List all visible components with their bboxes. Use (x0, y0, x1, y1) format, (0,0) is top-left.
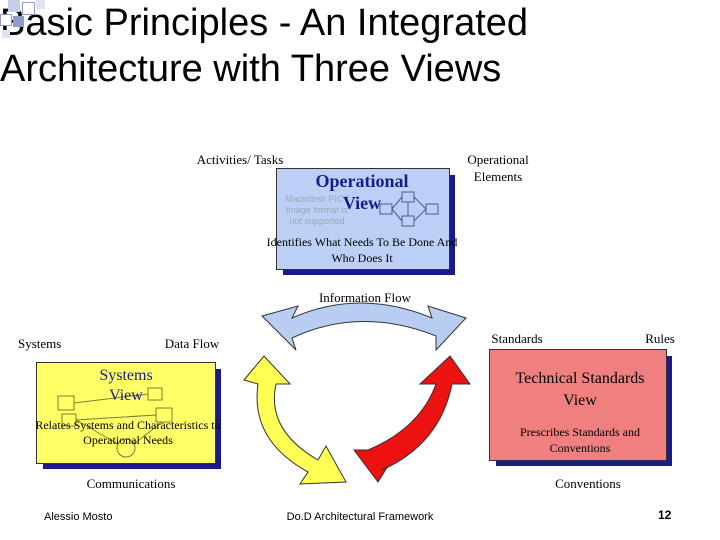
operational-view-title: Operational View (315, 171, 409, 213)
technical-standards-view-title: Technical Standards View (515, 370, 645, 409)
data-flow-label: Data Flow (164, 336, 220, 351)
activities-tasks-label: Activities/ Tasks (196, 152, 284, 167)
systems-view-title: Systems View (99, 367, 153, 404)
unsupported-image-placeholder: Macintosh PICT image format is not suppo… (284, 194, 350, 226)
systems-label: Systems (18, 336, 62, 351)
systems-flow-arrow (243, 355, 347, 485)
systems-view-description: Relates Systems and Characteristics to O… (35, 418, 221, 447)
rules-label: Rules (645, 331, 675, 346)
page-number: 12 (658, 508, 672, 522)
information-flow-label: Information Flow (318, 290, 412, 305)
footer-center: Do.D Architectural Framework (286, 511, 434, 523)
technical-flow-arrow (353, 355, 471, 483)
operational-view-box (276, 168, 450, 270)
footer-author: Alessio Mosto (44, 511, 113, 523)
conventions-label: Conventions (555, 476, 621, 491)
operational-elements-label: Operational Elements (467, 152, 529, 184)
standards-label: Standards (491, 331, 543, 346)
technical-standards-description: Prescribes Standards and Conventions (520, 425, 640, 455)
technical-standards-view-box (489, 349, 667, 461)
communications-label: Communications (86, 476, 176, 491)
systems-view-box (36, 362, 216, 464)
operational-view-description: Identifies What Needs To Be Done And Who… (266, 235, 458, 265)
slide-title: Basic Principles - An Integrated Archite… (0, 2, 529, 90)
network-diagram-icon (379, 191, 439, 227)
systems-diagram-icon (57, 387, 173, 458)
information-flow-arrow (261, 302, 467, 352)
